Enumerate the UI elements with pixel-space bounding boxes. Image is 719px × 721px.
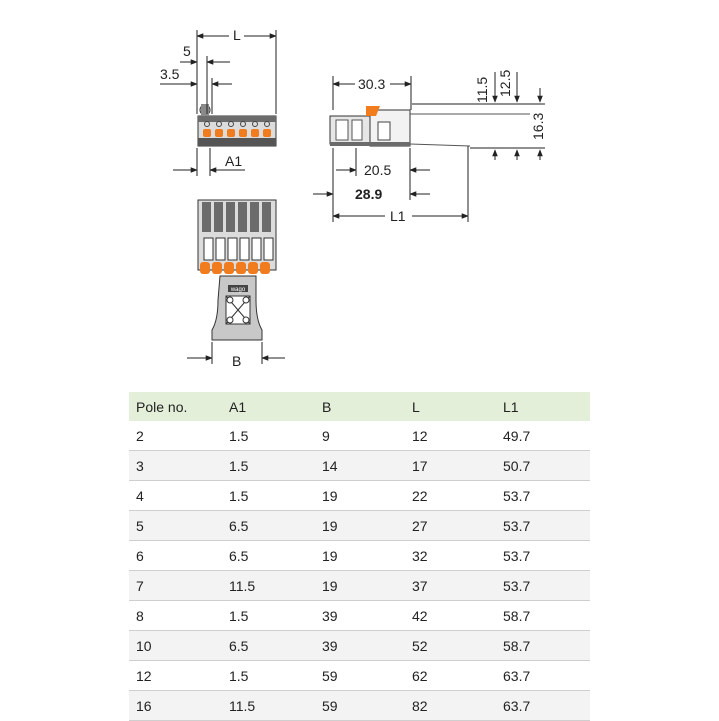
cell-a1: 1.5 — [222, 480, 315, 511]
cell-a1: 6.5 — [222, 540, 315, 571]
cell-l: 22 — [405, 480, 496, 511]
cell-pole-no: 12 — [129, 660, 222, 691]
cell-l: 32 — [405, 540, 496, 571]
cell-a1: 6.5 — [222, 630, 315, 661]
cell-b: 39 — [315, 600, 405, 631]
table-row: 12 1.5 59 62 63.7 — [129, 660, 590, 691]
dim-label-5: 5 — [183, 43, 191, 59]
cell-l: 62 — [405, 660, 496, 691]
bottom-view-connector: wago — [197, 199, 277, 341]
table-row: 16 11.5 59 82 63.7 — [129, 690, 590, 721]
dim-label-30-3: 30.3 — [358, 76, 385, 92]
dimensions-table: Pole no. A1 B L L1 2 1.5 9 12 49.7 3 1.5… — [129, 392, 590, 721]
cell-a1: 1.5 — [222, 660, 315, 691]
header-l: L — [405, 392, 496, 421]
cell-l: 37 — [405, 570, 496, 601]
technical-drawing: L 5 3.5 A1 30.3 11 — [160, 27, 546, 369]
cell-b: 39 — [315, 630, 405, 661]
cell-a1: 1.5 — [222, 450, 315, 481]
cell-l1: 58.7 — [496, 600, 590, 631]
side-view-dimensions — [313, 72, 545, 222]
cell-l: 52 — [405, 630, 496, 661]
side-view-connector — [329, 106, 530, 147]
cell-b: 59 — [315, 690, 405, 721]
cell-l1: 53.7 — [496, 480, 590, 511]
cell-b: 59 — [315, 660, 405, 691]
cell-l1: 53.7 — [496, 540, 590, 571]
cell-b: 14 — [315, 450, 405, 481]
cell-l1: 53.7 — [496, 510, 590, 541]
cell-b: 19 — [315, 510, 405, 541]
cell-l: 82 — [405, 690, 496, 721]
cell-pole-no: 6 — [129, 540, 222, 571]
cell-b: 19 — [315, 480, 405, 511]
orange-release-tabs — [203, 129, 271, 137]
cell-pole-no: 5 — [129, 510, 222, 541]
cell-pole-no: 2 — [129, 421, 222, 451]
cell-pole-no: 10 — [129, 630, 222, 661]
table-row: 8 1.5 39 42 58.7 — [129, 600, 590, 631]
cell-pole-no: 8 — [129, 600, 222, 631]
wago-logo-text: wago — [230, 287, 246, 293]
bottom-view-dimensions — [187, 342, 285, 364]
table-row: 7 11.5 19 37 53.7 — [129, 570, 590, 601]
table-row: 4 1.5 19 22 53.7 — [129, 480, 590, 511]
cell-a1: 1.5 — [222, 421, 315, 451]
header-b: B — [315, 392, 405, 421]
top-view-connector — [197, 104, 277, 147]
cell-pole-no: 3 — [129, 450, 222, 481]
cell-a1: 11.5 — [222, 690, 315, 721]
cell-b: 9 — [315, 421, 405, 451]
cell-l: 12 — [405, 421, 496, 451]
cell-pole-no: 4 — [129, 480, 222, 511]
dim-label-20-5: 20.5 — [364, 162, 391, 178]
dim-label-L: L — [233, 27, 241, 43]
header-a1: A1 — [222, 392, 315, 421]
cell-l1: 63.7 — [496, 690, 590, 721]
cell-pole-no: 16 — [129, 690, 222, 721]
cell-a1: 11.5 — [222, 570, 315, 601]
cell-l1: 58.7 — [496, 630, 590, 661]
dim-label-11-5: 11.5 — [474, 77, 490, 103]
dim-label-B: B — [232, 353, 241, 369]
dim-label-3-5: 3.5 — [160, 66, 180, 82]
cell-l: 27 — [405, 510, 496, 541]
cell-a1: 6.5 — [222, 510, 315, 541]
dim-label-16-3: 16.3 — [530, 113, 546, 140]
cell-l: 42 — [405, 600, 496, 631]
cell-l1: 63.7 — [496, 660, 590, 691]
header-l1: L1 — [496, 392, 590, 421]
cell-l1: 53.7 — [496, 570, 590, 601]
cell-pole-no: 7 — [129, 570, 222, 601]
dim-label-12-5: 12.5 — [497, 70, 513, 97]
dim-label-L1: L1 — [390, 208, 406, 224]
bottom-orange-tabs — [200, 262, 270, 274]
table-row: 2 1.5 9 12 49.7 — [129, 421, 590, 451]
table-row: 6 6.5 19 32 53.7 — [129, 540, 590, 571]
table-row: 5 6.5 19 27 53.7 — [129, 510, 590, 541]
cell-b: 19 — [315, 540, 405, 571]
header-pole-no: Pole no. — [129, 392, 222, 421]
table-header-row: Pole no. A1 B L L1 — [129, 392, 590, 421]
dim-label-28-9: 28.9 — [355, 186, 382, 202]
table-row: 10 6.5 39 52 58.7 — [129, 630, 590, 661]
cell-l1: 50.7 — [496, 450, 590, 481]
cell-b: 19 — [315, 570, 405, 601]
cell-a1: 1.5 — [222, 600, 315, 631]
cell-l1: 49.7 — [496, 421, 590, 451]
top-view-dimensions — [160, 30, 277, 176]
dim-label-A1: A1 — [225, 153, 242, 169]
cell-l: 17 — [405, 450, 496, 481]
table-row: 3 1.5 14 17 50.7 — [129, 450, 590, 481]
